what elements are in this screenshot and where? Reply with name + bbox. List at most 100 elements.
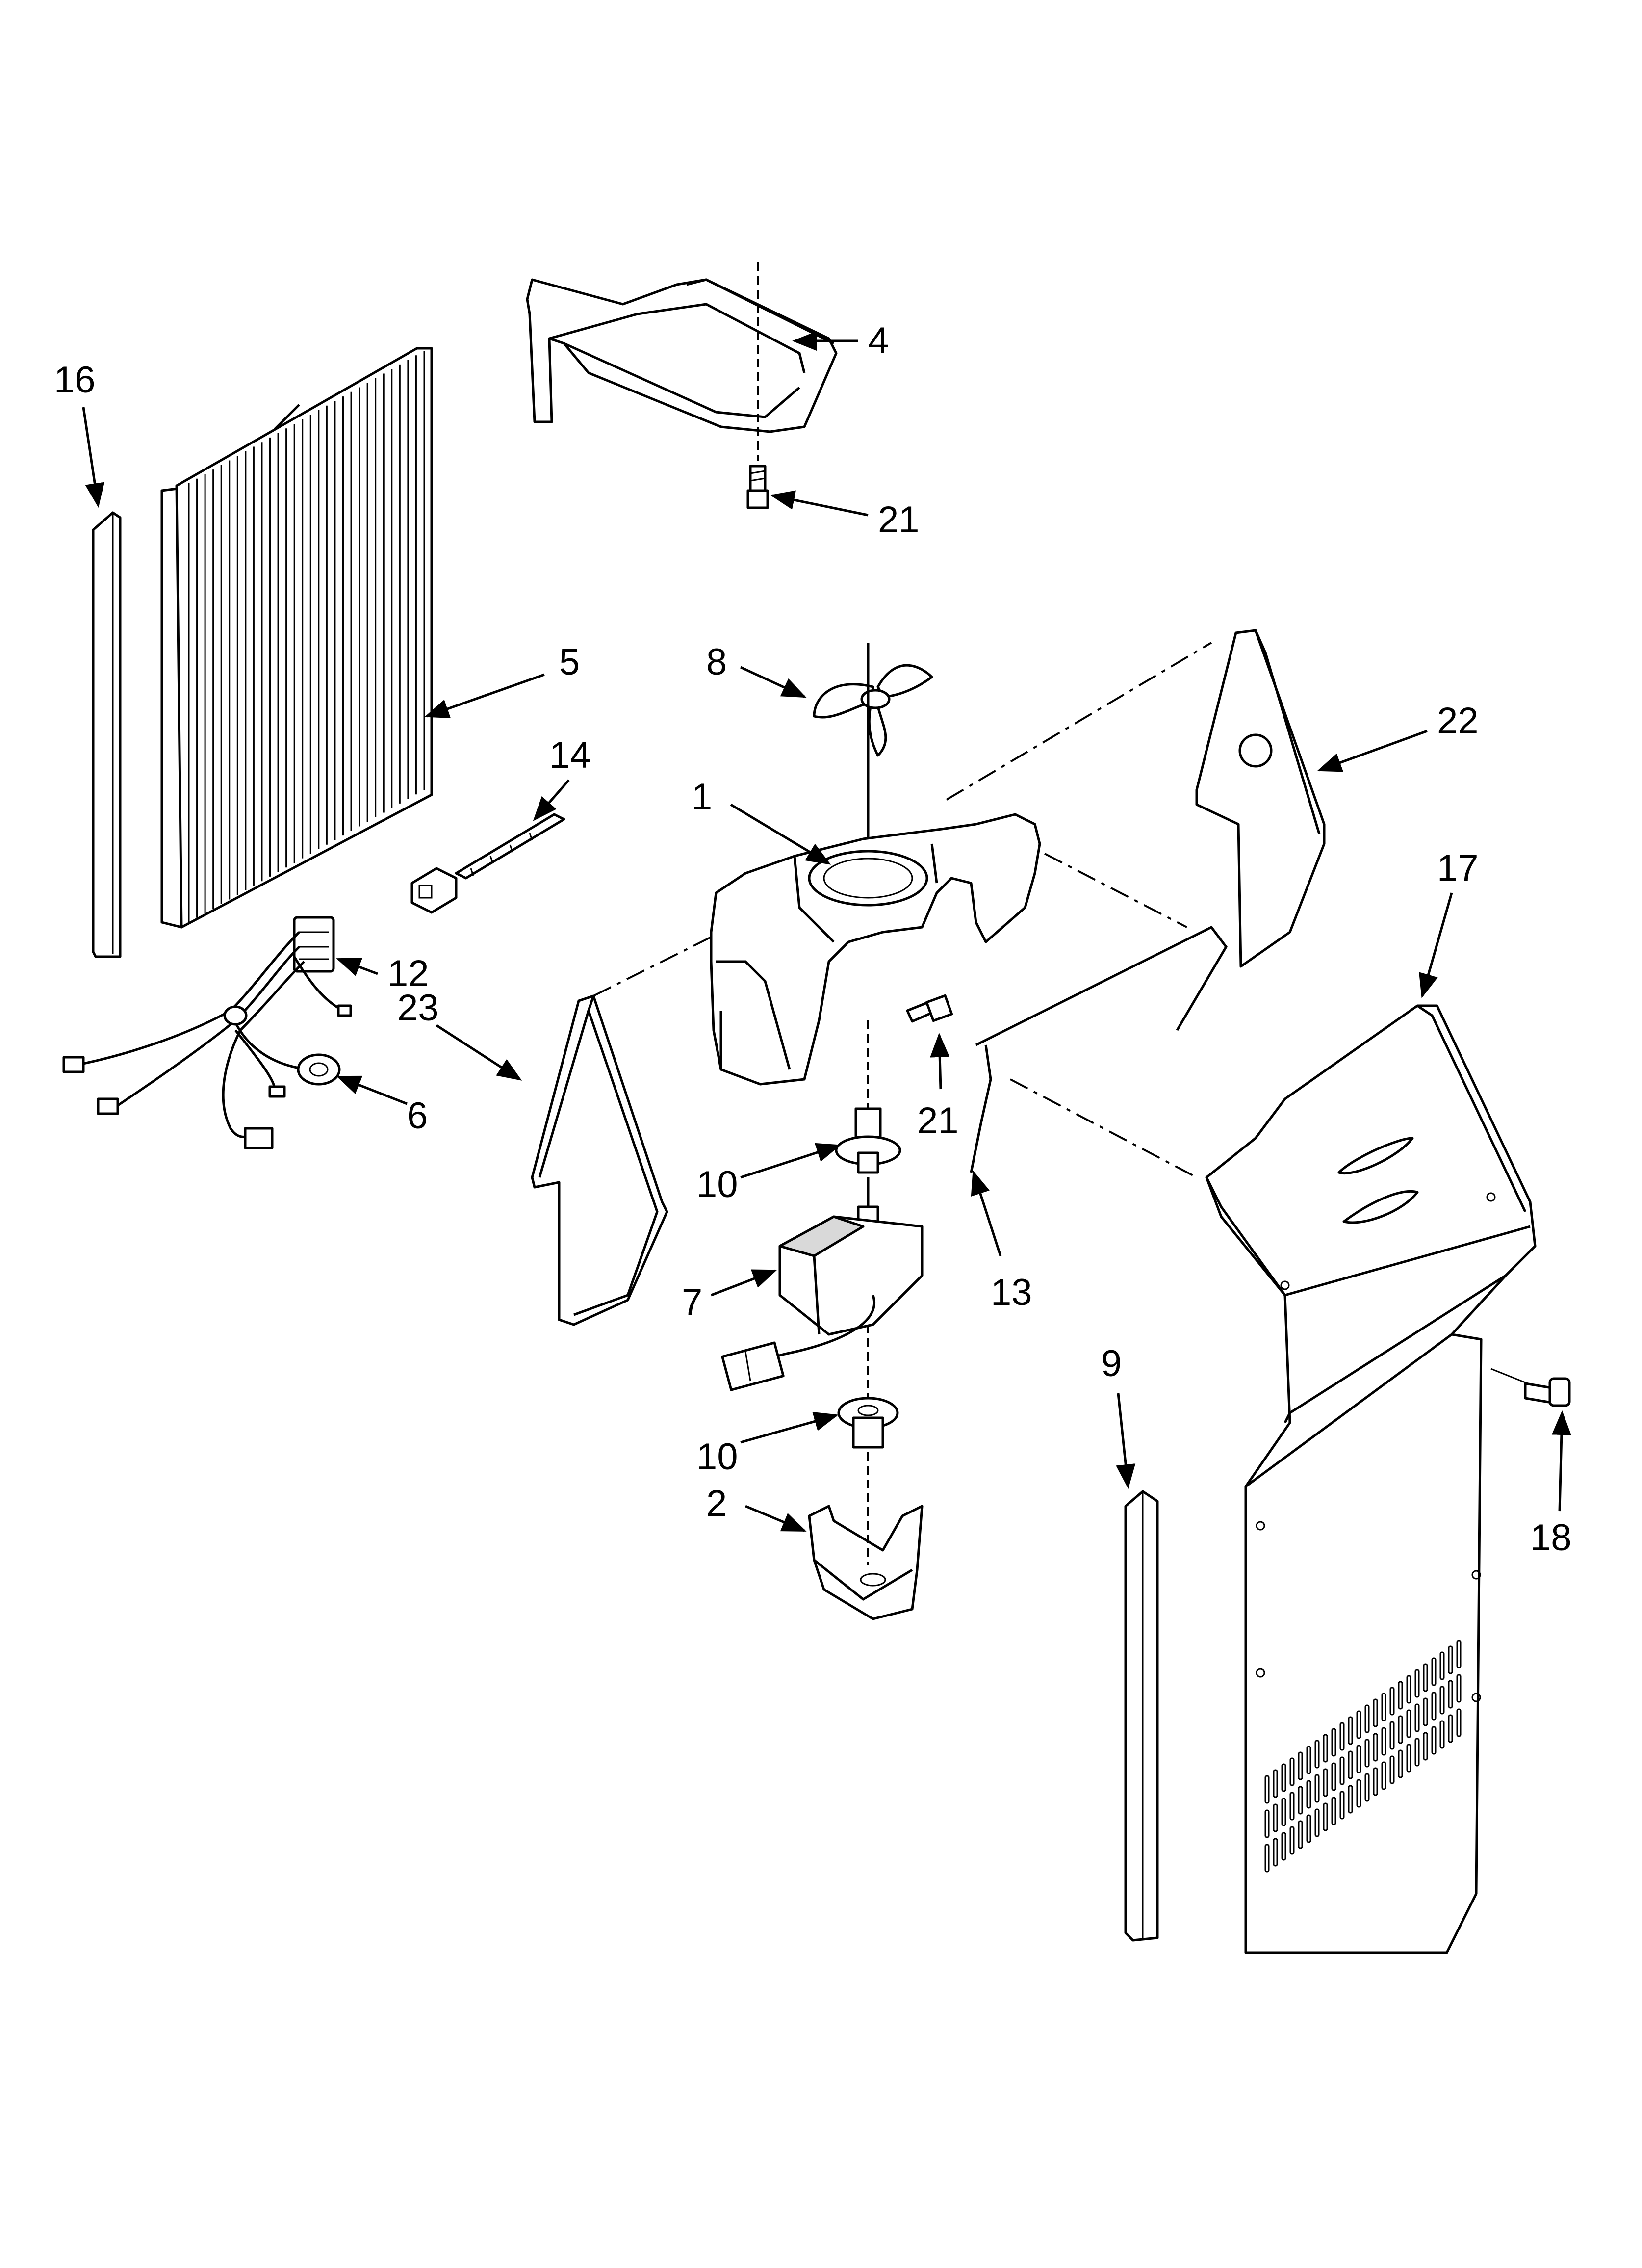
vent-slot: [1431, 1692, 1437, 1721]
vent-slot: [1306, 1814, 1311, 1843]
vent-slot: [1431, 1657, 1437, 1686]
vent-slot: [1356, 1710, 1361, 1739]
vent-slot: [1289, 1757, 1295, 1786]
part-2-lower-bracket: [808, 1452, 924, 1620]
part-4-top-bracket: [526, 262, 838, 461]
vent-slot: [1414, 1738, 1420, 1767]
vent-slot: [1339, 1722, 1345, 1751]
part-21-screw-top: [746, 465, 769, 509]
leader-arrows: [82, 331, 1571, 1532]
part-7-fan-motor: [721, 1177, 924, 1391]
vent-slot: [1331, 1797, 1336, 1825]
vent-slots: [1264, 1640, 1462, 1873]
vent-slot: [1348, 1716, 1353, 1745]
vent-slot: [1448, 1714, 1453, 1743]
callout-labels: 16 4 21 5 8 22 14 1 17 12 23 6 21 10 13 …: [54, 320, 1572, 1559]
vent-slot: [1431, 1726, 1437, 1755]
vent-slot: [1381, 1727, 1386, 1756]
vent-slot: [1331, 1728, 1336, 1757]
callout-7: 7: [682, 1281, 702, 1323]
vent-slot: [1406, 1709, 1411, 1738]
vent-slot: [1414, 1703, 1420, 1732]
vent-slot: [1439, 1686, 1445, 1715]
vent-slot: [1323, 1734, 1328, 1763]
vent-slot: [1373, 1733, 1378, 1762]
vent-slot: [1423, 1663, 1428, 1692]
vent-slot: [1289, 1792, 1295, 1821]
callout-21-top: 21: [878, 499, 920, 541]
callout-21-middle: 21: [917, 1100, 959, 1142]
vent-slot: [1364, 1773, 1370, 1802]
vent-slot: [1348, 1785, 1353, 1814]
vent-slot: [1323, 1768, 1328, 1797]
callout-17: 17: [1437, 847, 1479, 889]
part-9-strip: [1124, 1490, 1159, 1942]
vent-slot: [1339, 1756, 1345, 1785]
callout-18: 18: [1530, 1517, 1572, 1559]
callout-16: 16: [54, 359, 96, 401]
panel-ribs: [188, 351, 425, 922]
part-14-cable-tie: [410, 813, 565, 914]
vent-slot: [1298, 1786, 1303, 1815]
vent-slot: [1439, 1651, 1445, 1680]
vent-slot: [1456, 1640, 1462, 1668]
vent-slot: [1281, 1832, 1286, 1861]
vent-slot: [1373, 1767, 1378, 1796]
vent-slot: [1406, 1744, 1411, 1773]
vent-slot: [1306, 1746, 1311, 1774]
part-16-strip: [92, 511, 122, 958]
vent-slot: [1314, 1774, 1320, 1803]
part-23-left-panel: [531, 994, 668, 1326]
callout-14: 14: [549, 734, 591, 776]
callout-22: 22: [1437, 700, 1479, 742]
part-1-fan-shroud: [710, 813, 1041, 1086]
vent-slot: [1331, 1762, 1336, 1791]
part-10-bushing-upper: [835, 1020, 901, 1174]
vent-slot: [1264, 1844, 1270, 1873]
callout-9: 9: [1101, 1343, 1122, 1384]
vent-slot: [1389, 1687, 1395, 1716]
vent-slot: [1306, 1780, 1311, 1809]
part-17-rear-panel: [1205, 1004, 1537, 1954]
vent-slot: [1389, 1755, 1395, 1784]
vent-slot: [1389, 1721, 1395, 1750]
part-18-screw: [1490, 1368, 1571, 1407]
vent-slot: [1448, 1645, 1453, 1674]
part-10-bushing-lower: [837, 1325, 899, 1449]
part-12-wire-harness: [62, 916, 352, 1149]
vent-slot: [1373, 1698, 1378, 1727]
callout-1: 1: [692, 776, 712, 818]
vent-slot: [1364, 1739, 1370, 1768]
vent-slot: [1456, 1674, 1462, 1703]
part-22-right-panel: [1195, 629, 1326, 968]
vent-slot: [1339, 1791, 1345, 1820]
vent-slot: [1273, 1838, 1278, 1867]
vent-slot: [1439, 1720, 1445, 1749]
vent-slot: [1264, 1775, 1270, 1804]
vent-slot: [1423, 1732, 1428, 1761]
callout-4: 4: [868, 320, 889, 362]
callout-12: 12: [387, 953, 429, 994]
vent-slot: [1456, 1708, 1462, 1737]
callout-8: 8: [706, 641, 727, 683]
part-13-wire-rod: [970, 925, 1228, 1173]
callout-23: 23: [397, 987, 439, 1029]
vent-slot: [1356, 1779, 1361, 1808]
vent-slot: [1264, 1809, 1270, 1838]
vent-slot: [1273, 1803, 1278, 1832]
callout-5: 5: [559, 641, 580, 683]
part-5-condenser-panel: [160, 347, 433, 929]
callout-10-lower: 10: [696, 1436, 738, 1478]
callout-10-upper: 10: [696, 1164, 738, 1205]
callout-6: 6: [407, 1095, 428, 1137]
part-8-fan-blade: [813, 643, 933, 873]
vent-slot: [1356, 1745, 1361, 1773]
vent-slot: [1273, 1769, 1278, 1798]
vent-slot: [1381, 1693, 1386, 1721]
cable-tie-teeth: [470, 833, 533, 876]
vent-slot: [1448, 1680, 1453, 1709]
vent-slot: [1398, 1681, 1403, 1710]
alignment-lines: [593, 642, 1212, 1178]
